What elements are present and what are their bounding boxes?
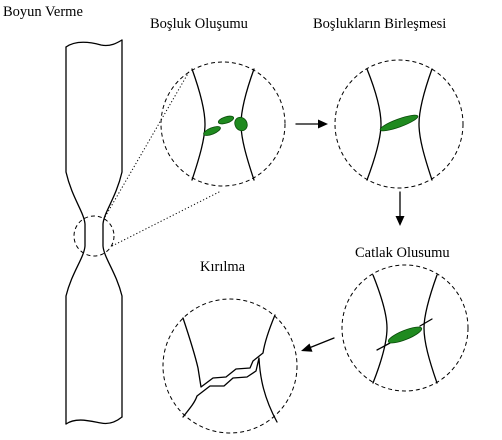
void-coalescence-circle xyxy=(334,59,464,189)
arrow-to-crack xyxy=(395,191,405,226)
label-fracture: Kırılma xyxy=(200,259,246,275)
void-formation-circle xyxy=(160,61,286,187)
fracture-lower-half xyxy=(182,357,278,423)
void-2 xyxy=(217,115,235,125)
necked-specimen xyxy=(65,39,123,425)
panel-void-formation xyxy=(160,61,286,187)
label-void-formation: Boşluk Oluşumu xyxy=(150,16,248,32)
crack-void xyxy=(387,326,423,344)
zoom-line-lower xyxy=(111,190,222,247)
arrow-shaft xyxy=(308,337,335,349)
panel-crack-formation xyxy=(341,264,469,392)
void-1 xyxy=(203,126,221,136)
neck-right-wall xyxy=(418,68,433,181)
zoom-line-upper xyxy=(104,69,191,218)
arrow-head xyxy=(395,216,405,226)
neck-zoom-circle xyxy=(73,215,115,257)
crack-tip-right xyxy=(419,318,433,327)
specimen-top-cap xyxy=(65,39,123,48)
neck-right-wall xyxy=(423,274,438,384)
label-necking: Boyun Verme xyxy=(3,4,83,20)
neck-left-wall xyxy=(372,274,388,384)
specimen-right-edge xyxy=(102,39,123,418)
crack-tip-left xyxy=(376,342,391,351)
label-crack-formation: Catlak Olusumu xyxy=(355,245,450,261)
label-void-coalescence: Boşlukların Birleşmesi xyxy=(313,16,446,32)
panel-fracture xyxy=(162,298,298,434)
panel-void-coalescence xyxy=(334,59,464,189)
neck-left-wall xyxy=(366,68,382,181)
specimen-bottom-cap xyxy=(65,416,123,425)
void-3 xyxy=(234,116,248,132)
specimen-left-edge xyxy=(65,46,86,425)
arrow-to-coalescence xyxy=(295,119,328,129)
arrow-to-fracture xyxy=(301,337,335,352)
arrow-head xyxy=(318,119,328,129)
fracture-circle xyxy=(162,298,298,434)
arrow-head xyxy=(301,343,313,352)
fracture-upper-half xyxy=(182,314,276,388)
crack-formation-circle xyxy=(341,264,469,392)
coalesced-void xyxy=(379,114,419,132)
neck-left-wall xyxy=(191,68,206,181)
